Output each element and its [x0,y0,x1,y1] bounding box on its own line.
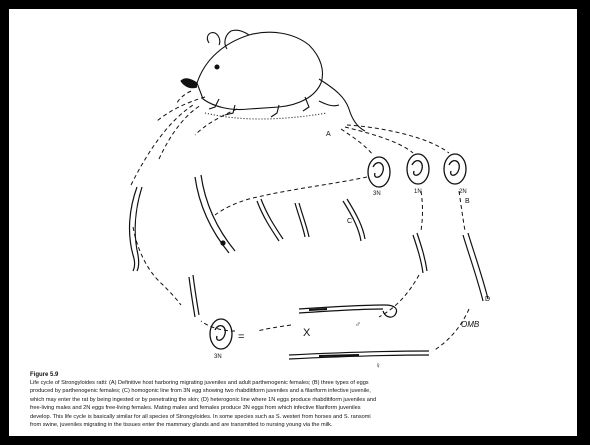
homogonic-arrows [133,177,367,305]
label-stage-d: D [485,296,490,303]
egg-bottom-3n-label: 3N [214,354,222,360]
label-stage-a: A [326,131,331,138]
rhabditiform-juvenile-1 [195,175,235,253]
egg-3n [368,157,390,187]
artist-signature: OMB [461,320,480,329]
rat-illustration [181,30,365,131]
egg-bottom-3n [210,319,232,349]
egg-1n [407,154,429,184]
infective-juvenile-lower [189,275,199,317]
label-stage-b: B [465,198,470,205]
slide: A 3N 1N 2N B [9,9,577,436]
free-living-female-juvenile [463,233,488,301]
free-living-female [289,351,429,359]
label-stage-c: C [347,218,352,225]
rhabditiform-juvenile-2 [257,199,283,241]
figure-caption-block: Figure 5.9 Life cycle of Strongyloides r… [30,371,558,429]
free-living-male [299,305,397,317]
egg-1n-label: 1N [414,189,422,195]
figure-title: Figure 5.9 [30,371,558,379]
female-symbol: ♀ [375,361,381,370]
rhabditiform-juvenile-3 [295,203,309,237]
cross-symbol: X [303,327,311,339]
egg-2n [444,154,466,184]
egg-3n-label: 3N [373,191,381,197]
arrows-host-to-eggs [341,125,449,155]
rhabditiform-juvenile-right [413,233,427,273]
egg-2n-label: 2N [459,189,467,195]
equals-sign: = [238,331,244,343]
figure-caption: Life cycle of Strongyloides ratti: (A) D… [30,379,558,429]
male-symbol: ♂ [355,320,361,329]
filariform-juvenile [130,187,142,271]
heterogonic-arrows [379,191,469,351]
